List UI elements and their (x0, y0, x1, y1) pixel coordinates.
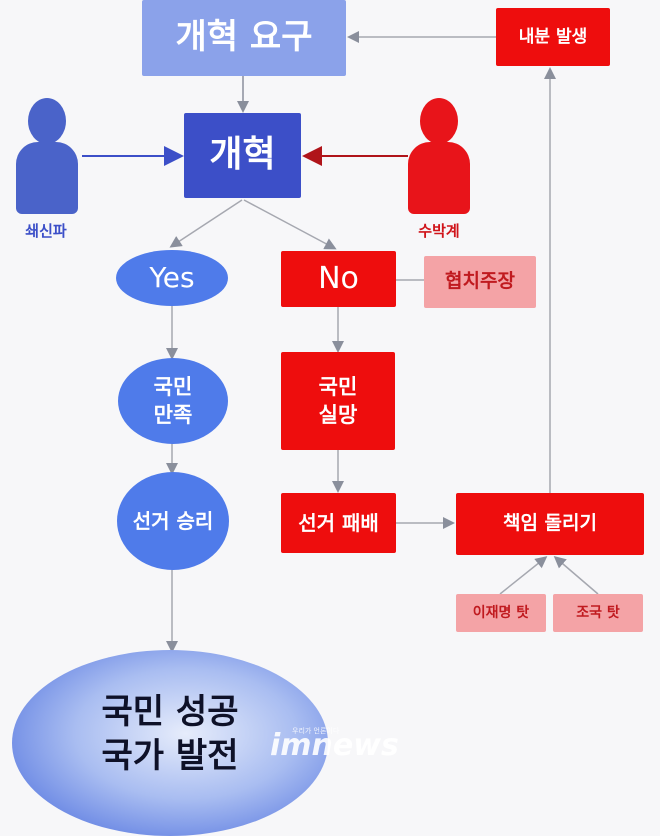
node-yes: Yes (116, 250, 228, 306)
arrow-cho-to-blame (553, 556, 599, 595)
watermark-tagline: 우리가 언론이다 (292, 727, 340, 735)
node-no: No (281, 251, 396, 307)
connectors (82, 31, 599, 653)
label-reformists: 쇄신파 (25, 222, 67, 240)
node-reform-demand: 개혁 요구 (142, 0, 346, 76)
person-icon-status-quo (408, 98, 470, 214)
label-status-quo: 수박계 (418, 222, 460, 240)
node-people-satisfied: 국민 만족 (118, 358, 228, 444)
node-election-loss: 선거 패배 (281, 493, 396, 553)
arrow-reform-to-no (243, 199, 337, 250)
arrow-lee-to-blame (499, 556, 548, 595)
node-cooperation-claim: 협치주장 (424, 256, 536, 308)
node-blame-lee: 이재명 탓 (456, 594, 546, 632)
arrow-reform-to-yes (169, 199, 243, 248)
node-internal-conflict: 내분 발생 (496, 8, 610, 66)
node-reform: 개혁 (184, 113, 301, 198)
watermark-brand: imnews (270, 728, 399, 763)
node-people-disappointed: 국민 실망 (281, 352, 395, 450)
node-blame-cho: 조국 탓 (553, 594, 643, 632)
node-blame-shifting: 책임 돌리기 (456, 493, 644, 555)
flowchart: 개혁 요구 내분 발생 개혁 쇄신파 수박계 Yes No 협치주장 국민 만족… (12, 0, 644, 836)
person-icon-reformists (16, 98, 78, 214)
node-election-win: 선거 승리 (117, 472, 229, 570)
